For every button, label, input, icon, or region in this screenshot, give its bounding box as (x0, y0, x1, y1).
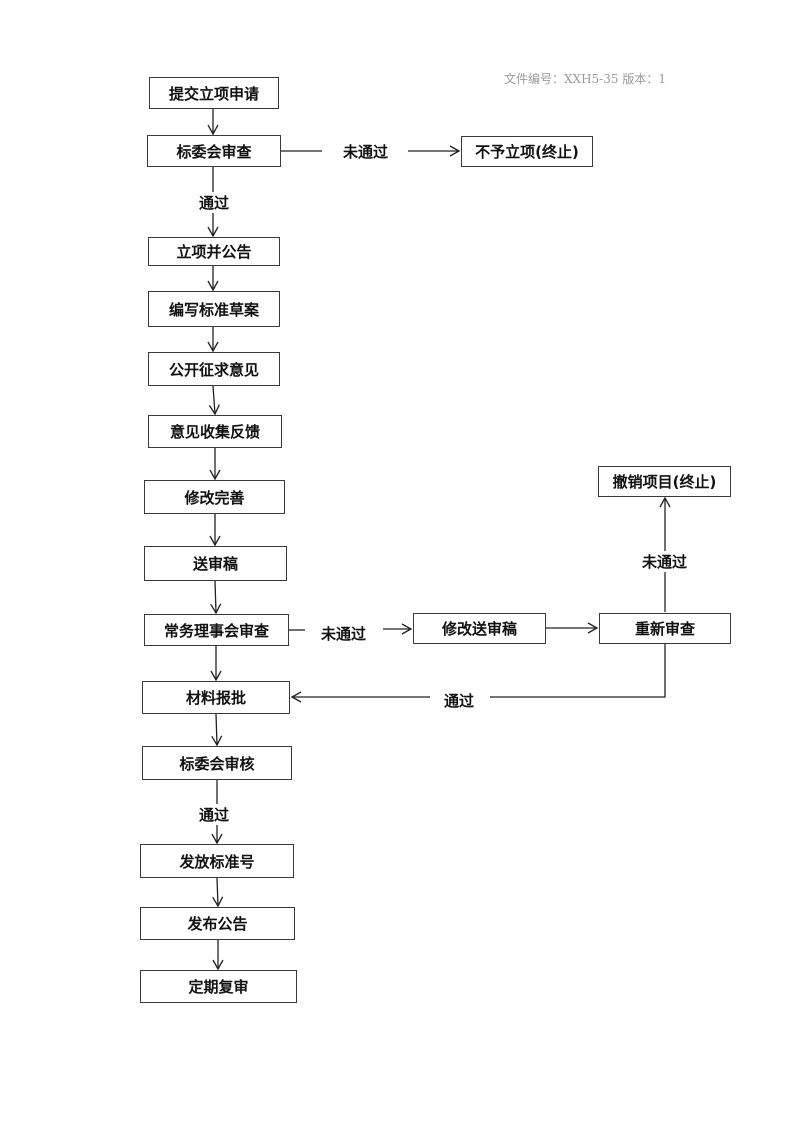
node-submit-draft: 送审稿 (144, 546, 287, 581)
node-cancel-project: 撤销项目(终止) (598, 466, 731, 497)
node-revise-improve: 修改完善 (144, 480, 285, 514)
node-reject-project: 不予立项(终止) (461, 136, 593, 167)
arrow-submitdraft-to-standing (210, 580, 222, 615)
label-not-passed-committee: 未通过 (341, 141, 391, 162)
node-revise-resubmit: 修改送审稿 (413, 613, 546, 644)
node-re-review: 重新审查 (599, 613, 731, 644)
document-number-version: 文件编号：XXH5-35 版本：1 (504, 72, 666, 86)
node-issue-standard-number: 发放标准号 (140, 844, 294, 878)
label-passed-audit: 通过 (197, 804, 232, 825)
line-re-review-passed (490, 644, 666, 698)
node-committee-review: 标委会审查 (147, 135, 281, 167)
node-materials-approval: 材料报批 (142, 681, 290, 714)
node-approve-announce: 立项并公告 (148, 237, 280, 266)
node-collect-feedback: 意见收集反馈 (148, 415, 282, 448)
arrow-materials-to-audit (211, 713, 223, 747)
arrow-issue-to-publish (212, 877, 224, 908)
label-not-passed-standing: 未通过 (319, 623, 369, 644)
node-publish-announcement: 发布公告 (140, 907, 295, 940)
node-public-comment: 公开征求意见 (148, 352, 280, 386)
node-submit-application: 提交立项申请 (149, 77, 279, 109)
label-not-passed-re-review: 未通过 (640, 551, 690, 572)
label-passed-committee: 通过 (197, 192, 232, 213)
label-passed-re-review: 通过 (442, 690, 477, 711)
node-standing-council-review: 常务理事会审查 (144, 614, 289, 646)
node-periodic-review: 定期复审 (140, 970, 297, 1003)
node-draft-standard: 编写标准草案 (148, 291, 280, 327)
node-committee-audit: 标委会审核 (142, 746, 292, 780)
arrow-comment-to-feedback (208, 385, 220, 416)
